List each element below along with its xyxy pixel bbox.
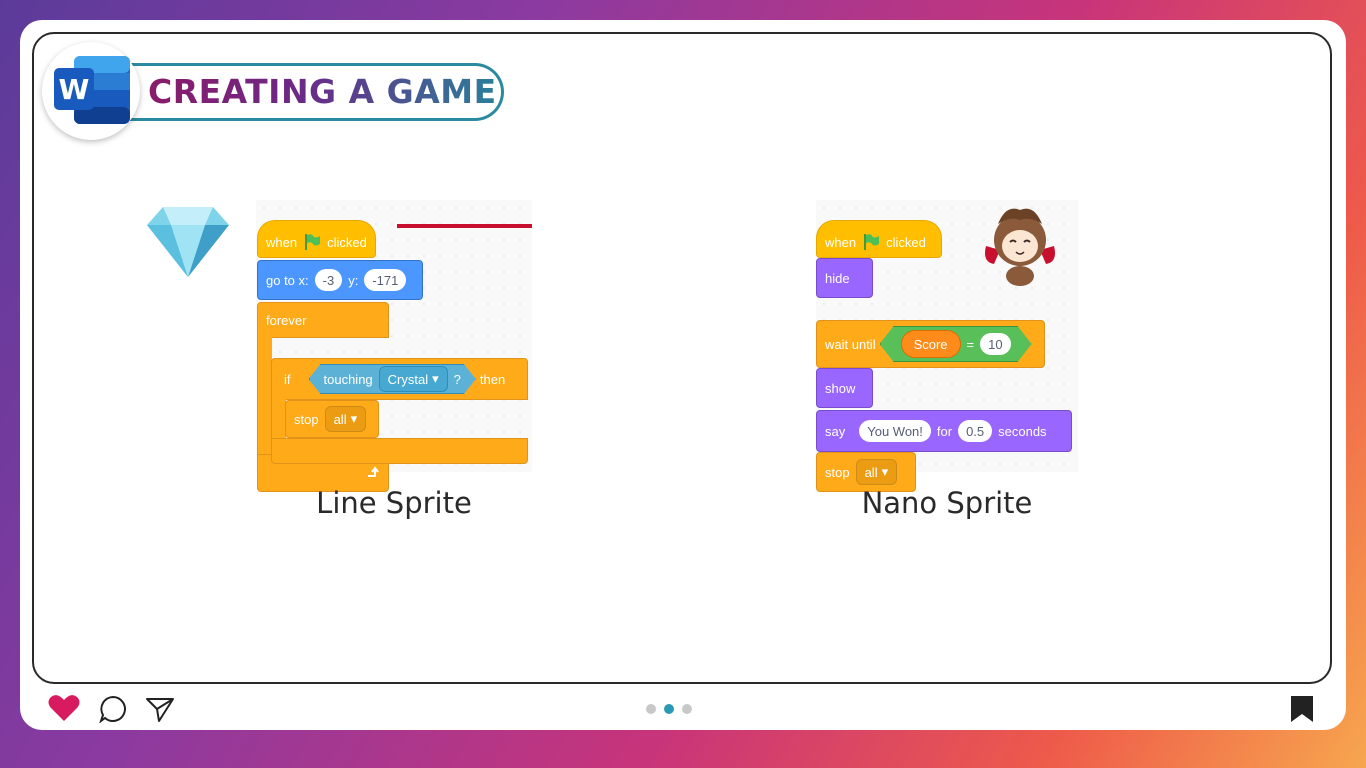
send-icon[interactable] <box>145 695 175 723</box>
block-label: go to x: <box>266 272 309 288</box>
block-label: wait until <box>825 336 876 352</box>
go-to-xy-block[interactable]: go to x: -3 y: -171 <box>257 260 423 300</box>
chevron-down-icon: ▾ <box>432 371 439 386</box>
show-block[interactable]: show <box>816 368 873 408</box>
block-label: hide <box>825 270 850 286</box>
bookmark-icon[interactable] <box>1289 695 1315 723</box>
block-label: show <box>825 380 856 396</box>
block-label: clicked <box>886 234 926 250</box>
if-block-footer <box>271 438 528 464</box>
comment-icon[interactable] <box>99 695 127 723</box>
block-label: say <box>825 423 846 439</box>
compare-value-input[interactable]: 10 <box>980 333 1010 355</box>
block-label: y: <box>348 272 359 288</box>
block-label: when <box>266 234 298 250</box>
block-label: = <box>966 336 975 352</box>
heart-icon[interactable] <box>48 694 80 722</box>
stop-all-block[interactable]: stop all ▾ <box>285 400 379 438</box>
forever-block-arm <box>257 336 272 456</box>
block-label: if <box>284 371 291 387</box>
block-label: then <box>479 371 506 387</box>
goto-x-input[interactable]: -3 <box>314 269 343 291</box>
if-block-arm <box>271 398 286 440</box>
nano-sprite-caption: Nano Sprite <box>861 486 1033 520</box>
word-logo-icon: W <box>54 56 130 124</box>
page-dot[interactable] <box>646 704 656 714</box>
block-label: when <box>825 234 857 250</box>
title-pill <box>118 63 504 121</box>
forever-block[interactable]: forever <box>257 302 389 338</box>
page-dot[interactable] <box>682 704 692 714</box>
line-sprite-red-line <box>397 224 532 228</box>
line-sprite-code-panel: when clicked go to x: -3 y: -171 forever… <box>256 200 532 492</box>
dropdown-value: Crystal <box>387 371 429 387</box>
block-label: stop <box>294 411 319 427</box>
stop-option-dropdown[interactable]: all ▾ <box>324 406 367 432</box>
when-flag-clicked-block[interactable]: when clicked <box>816 220 942 258</box>
crystal-gem-icon <box>147 207 229 277</box>
block-label: touching <box>323 371 373 387</box>
say-seconds-input[interactable]: 0.5 <box>958 420 993 442</box>
chevron-down-icon: ▾ <box>881 464 889 479</box>
block-label: clicked <box>327 234 367 250</box>
page-dot-active[interactable] <box>664 704 674 714</box>
logo-letter: W <box>59 73 90 106</box>
slide-frame <box>32 32 1332 684</box>
loop-arrow-icon <box>368 466 379 477</box>
stop-option-dropdown[interactable]: all ▾ <box>855 459 898 485</box>
green-flag-icon <box>864 234 880 250</box>
dropdown-value: all <box>333 411 347 427</box>
block-label: ? <box>453 371 461 387</box>
equals-operator[interactable]: Score = 10 <box>880 326 1032 362</box>
goto-y-input[interactable]: -171 <box>364 269 407 291</box>
score-variable[interactable]: Score <box>901 330 961 358</box>
block-label: for <box>936 423 953 439</box>
nano-sprite-code-panel: when clicked hide wait until Score = 10 … <box>816 200 1078 492</box>
green-flag-icon <box>305 234 321 250</box>
touching-condition[interactable]: touching Crystal ▾ ? <box>309 364 476 394</box>
hide-block[interactable]: hide <box>816 258 873 298</box>
page-title: CREATING A GAME <box>148 72 497 111</box>
nano-character-icon <box>985 208 1055 286</box>
block-label: stop <box>825 464 850 480</box>
when-flag-clicked-block[interactable]: when clicked <box>257 220 376 258</box>
page-indicator <box>646 704 692 714</box>
touching-target-dropdown[interactable]: Crystal ▾ <box>379 366 448 392</box>
dropdown-value: all <box>864 464 878 480</box>
say-for-seconds-block[interactable]: say You Won! for 0.5 seconds <box>816 410 1072 452</box>
wait-until-block[interactable]: wait until Score = 10 <box>816 320 1045 368</box>
chevron-down-icon: ▾ <box>350 411 358 426</box>
line-sprite-caption: Line Sprite <box>316 486 472 520</box>
block-label: seconds <box>998 423 1047 439</box>
stop-all-block[interactable]: stop all ▾ <box>816 452 916 492</box>
say-text-input[interactable]: You Won! <box>859 420 931 442</box>
slide-card: CREATING A GAME W when clicked go to x: … <box>20 20 1346 730</box>
if-then-block[interactable]: if touching Crystal ▾ ? then <box>271 358 528 400</box>
block-label: forever <box>266 312 307 328</box>
